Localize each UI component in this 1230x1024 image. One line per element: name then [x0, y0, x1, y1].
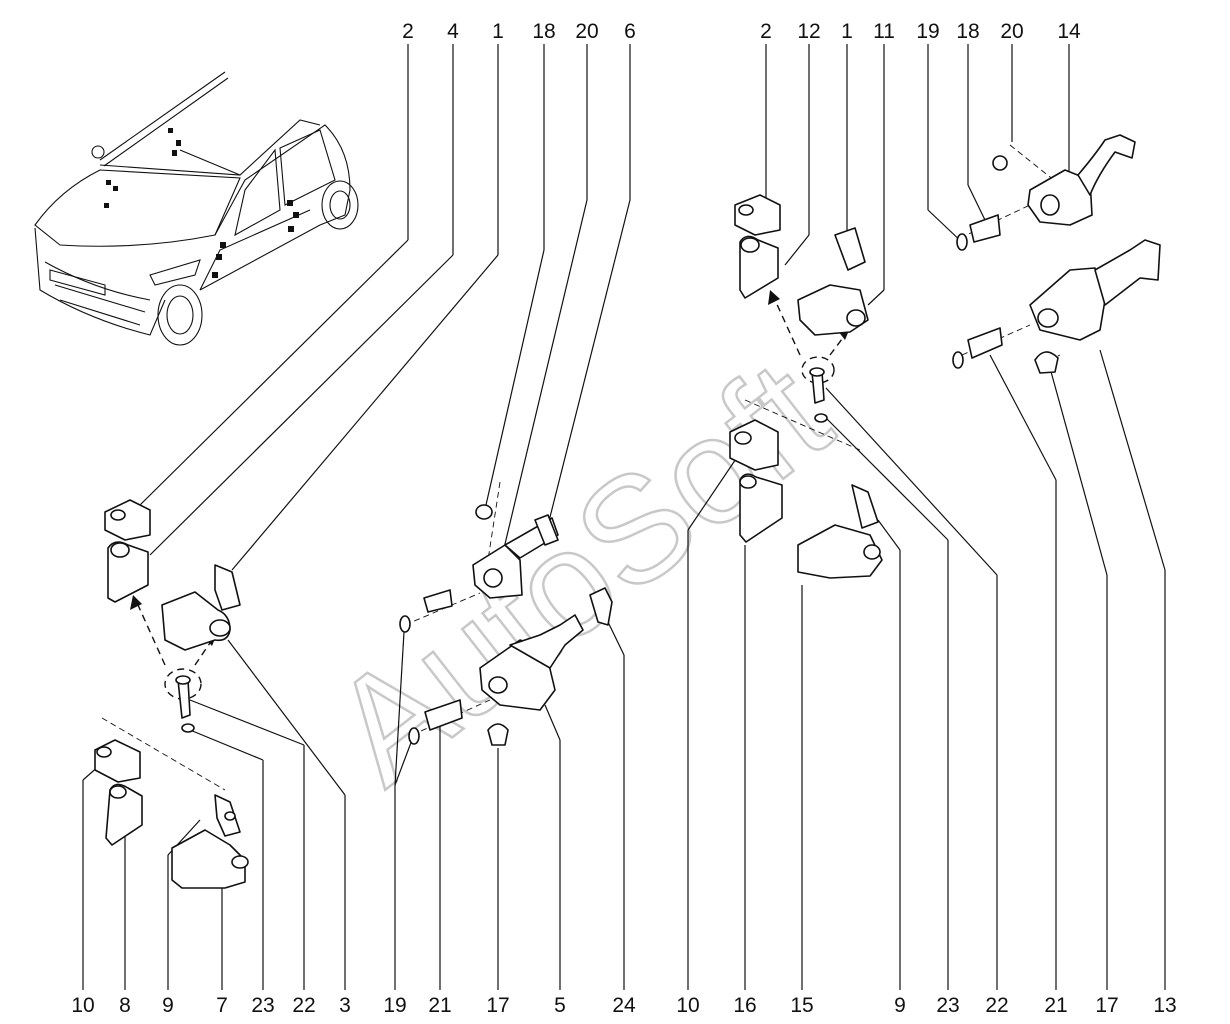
leader-lines — [82, 44, 1166, 990]
callout-17-bottom-right: 17 — [1095, 994, 1118, 1017]
callout-20-top-right: 20 — [1000, 20, 1023, 43]
callout-22-bottom-left: 22 — [292, 994, 315, 1017]
assembly-lines — [101, 144, 1061, 791]
callout-8-bottom: 8 — [119, 994, 131, 1017]
callout-23-bottom-left: 23 — [251, 994, 274, 1017]
callout-18-top-left: 18 — [532, 20, 555, 43]
callout-2-top-right: 2 — [760, 20, 772, 43]
callout-13-bottom: 13 — [1153, 994, 1176, 1017]
callout-14-top: 14 — [1057, 20, 1081, 43]
right-door-check-parts — [952, 134, 1161, 374]
callout-20-top-left: 20 — [575, 20, 598, 43]
callout-2-top-left: 2 — [402, 20, 414, 43]
callout-9-bottom-left: 9 — [162, 994, 174, 1017]
left-lower-hinge-parts — [94, 739, 249, 889]
callout-23-bottom-right: 23 — [936, 994, 959, 1017]
right-upper-hinge-parts — [734, 194, 869, 423]
top-callout-numbers: 2 4 1 18 20 6 2 12 1 11 19 18 20 14 — [402, 20, 1081, 43]
right-lower-hinge-parts — [729, 419, 883, 579]
callout-12-top: 12 — [797, 20, 820, 43]
callout-24-bottom: 24 — [612, 994, 636, 1017]
left-door-check-parts — [399, 504, 613, 746]
callout-16-bottom: 16 — [733, 994, 756, 1017]
callout-7-bottom: 7 — [216, 994, 228, 1017]
left-upper-hinge-parts — [104, 499, 241, 733]
callout-17-bottom-left: 17 — [486, 994, 509, 1017]
callout-9-bottom-right: 9 — [894, 994, 906, 1017]
callout-21-bottom-left: 21 — [428, 994, 451, 1017]
callout-19-top: 19 — [916, 20, 939, 43]
callout-5-bottom: 5 — [554, 994, 566, 1017]
car-overview-illustration — [34, 71, 359, 346]
callout-10-bottom-right: 10 — [676, 994, 699, 1017]
callout-15-bottom: 15 — [790, 994, 813, 1017]
callout-21-bottom-right: 21 — [1044, 994, 1067, 1017]
callout-1-top-right: 1 — [841, 20, 853, 43]
callout-10-bottom-left: 10 — [71, 994, 94, 1017]
callout-19-bottom: 19 — [383, 994, 406, 1017]
callout-11-top: 11 — [873, 20, 895, 43]
callout-22-bottom-right: 22 — [985, 994, 1008, 1017]
callout-18-top-right: 18 — [956, 20, 979, 43]
callout-6-top: 6 — [624, 20, 636, 43]
callout-4-top: 4 — [447, 20, 459, 43]
callout-3-bottom: 3 — [339, 994, 351, 1017]
callout-1-top-left: 1 — [492, 20, 504, 43]
bottom-callout-numbers: 10 8 9 7 23 22 3 19 21 17 5 24 10 16 15 … — [71, 994, 1176, 1017]
